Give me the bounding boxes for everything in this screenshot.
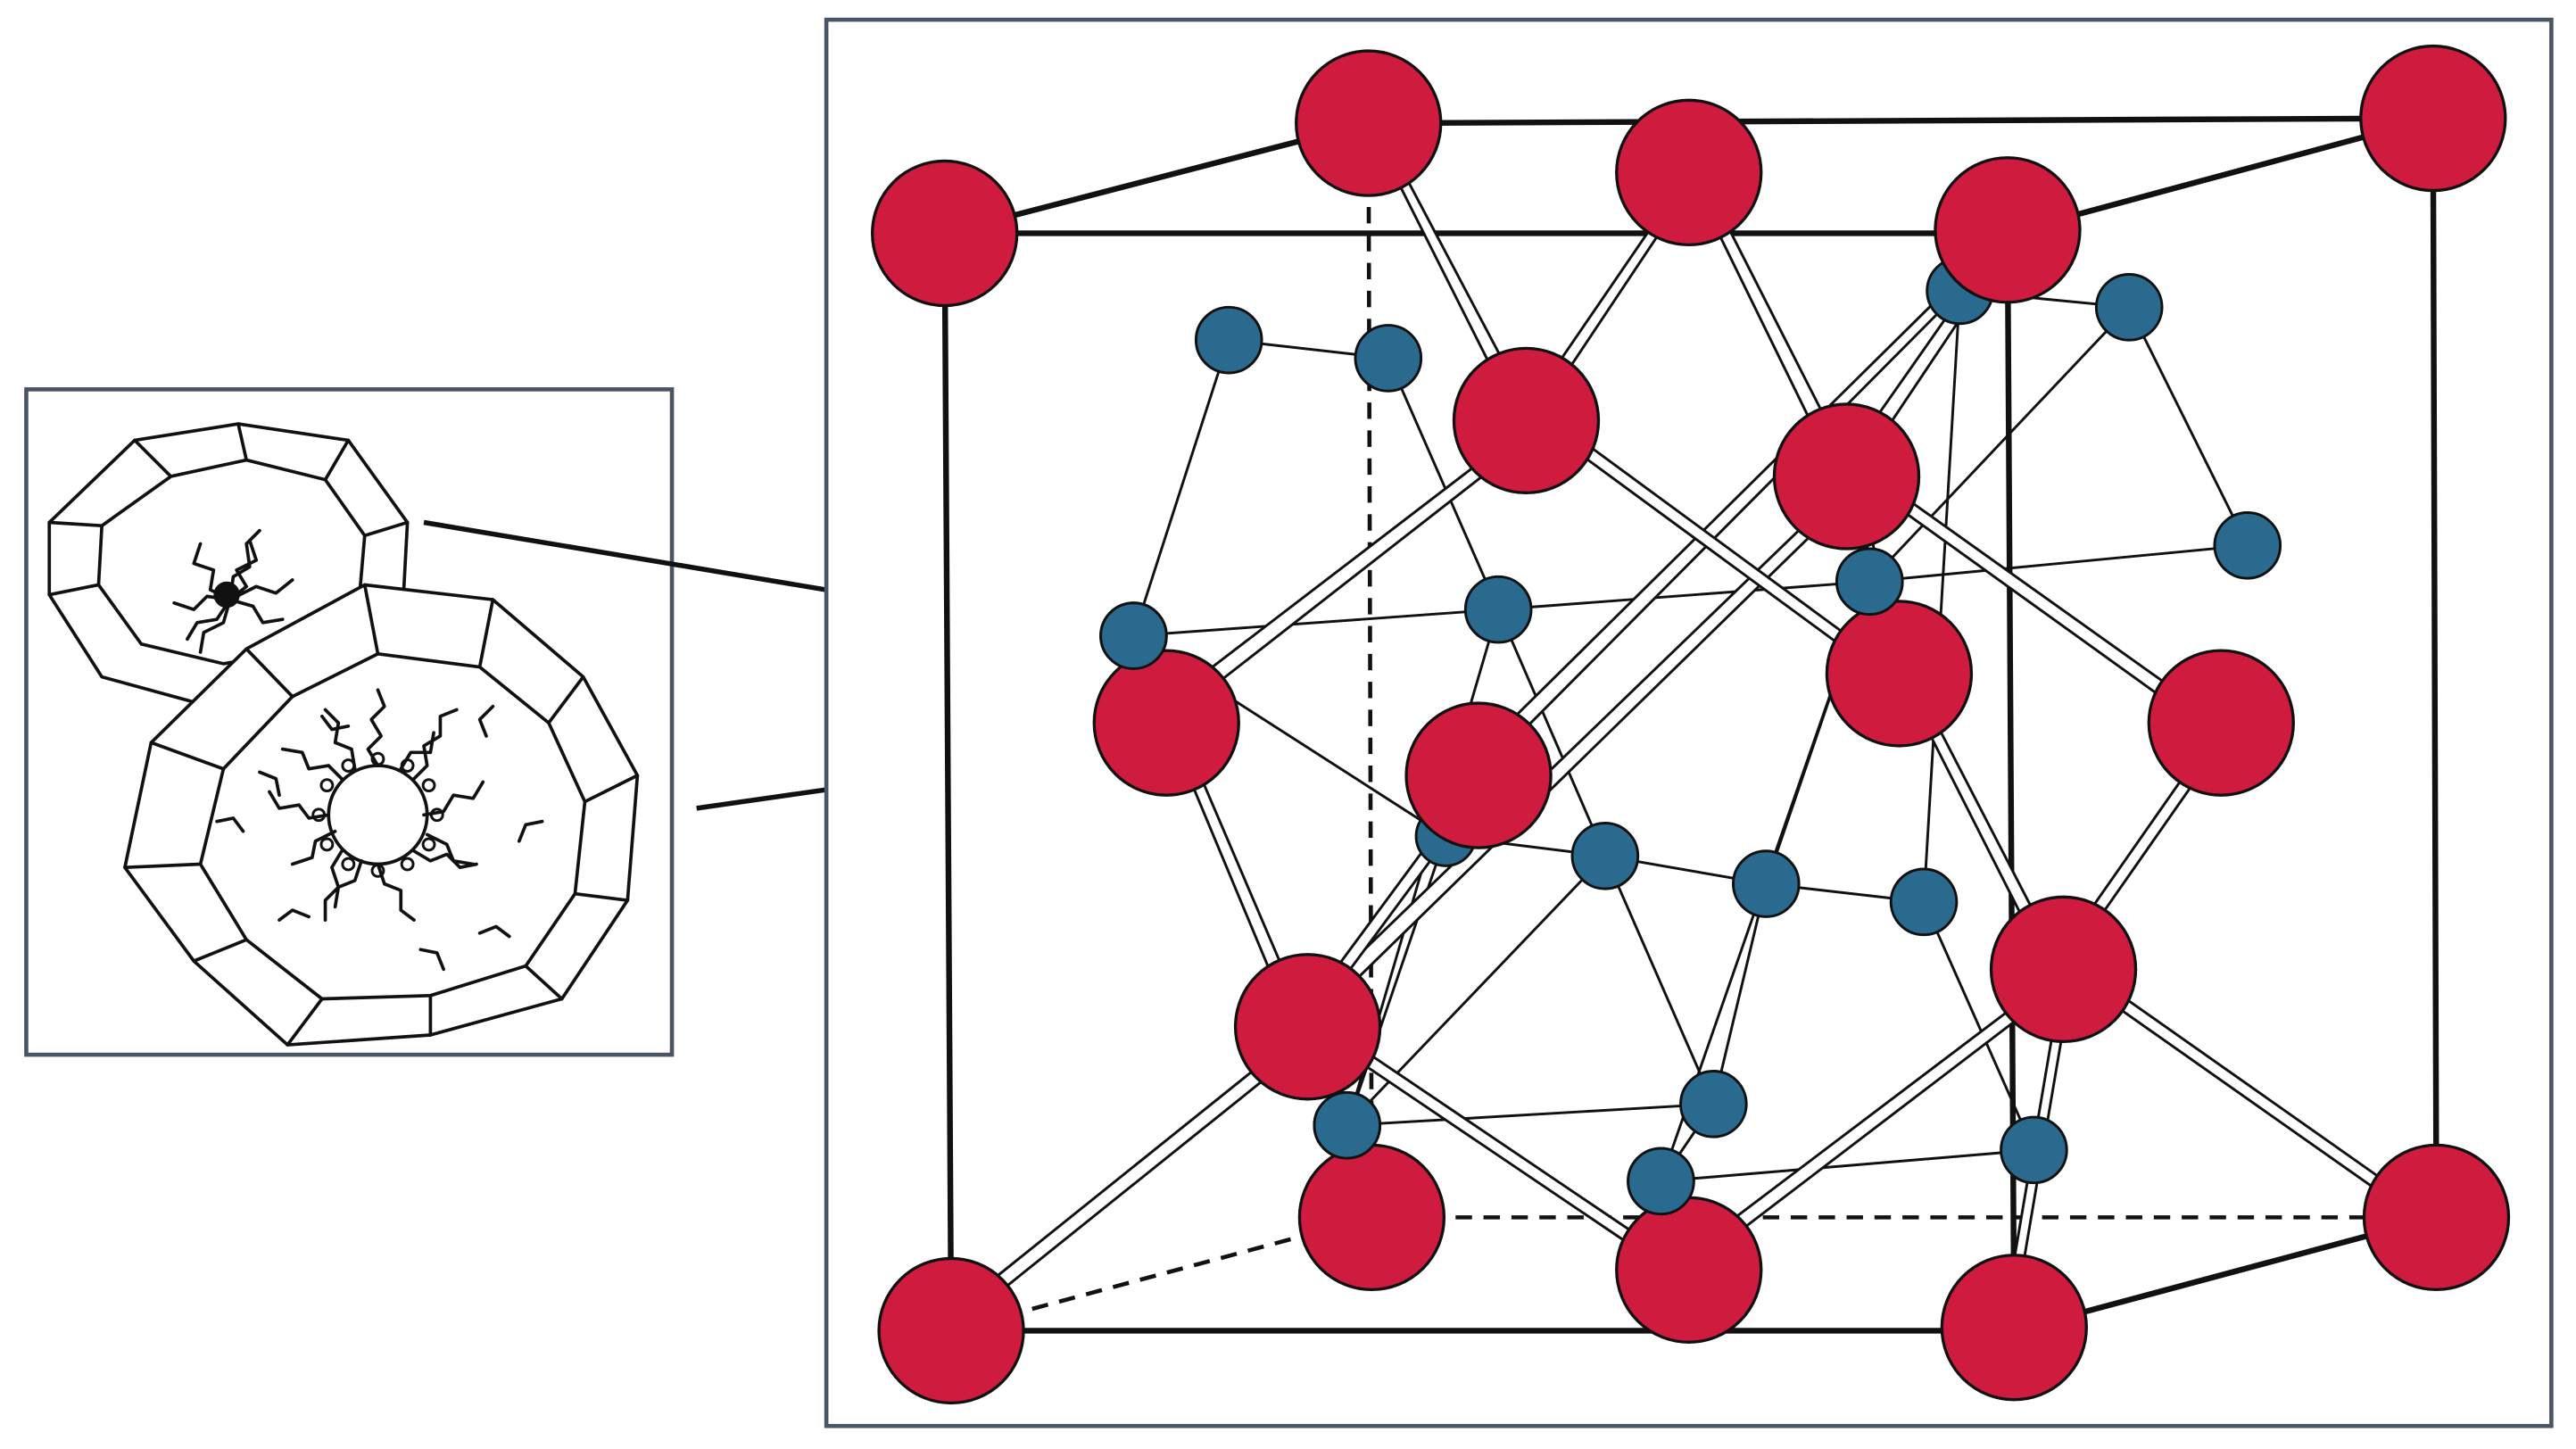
small-sphere [1835, 547, 1904, 617]
large-sphere [1940, 1254, 2088, 1402]
small-sphere [1194, 305, 1263, 375]
large-sphere [1233, 953, 1382, 1101]
inset-panel [24, 387, 675, 1057]
large-sphere [2359, 44, 2507, 193]
large-sphere [1989, 895, 2138, 1044]
large-spheres [871, 44, 2511, 1405]
large-sphere [1452, 346, 1601, 495]
head-group-beads [311, 751, 444, 878]
large-sphere [1404, 701, 1553, 849]
small-sphere [2094, 273, 2164, 342]
small-sphere [1354, 324, 1423, 393]
cell-hidden-edges [950, 123, 2437, 1333]
small-sphere [1889, 867, 1959, 937]
small-sphere [2213, 511, 2282, 580]
small-sphere [1463, 575, 1533, 644]
lattice-panel [824, 17, 2554, 1428]
upper-micelle [47, 422, 410, 712]
small-sphere [1570, 822, 1640, 890]
small-sphere [1679, 1070, 1748, 1138]
small-sphere [2000, 1115, 2068, 1185]
large-sphere [2147, 649, 2295, 797]
large-sphere [1092, 649, 1240, 797]
small-sphere [1627, 1147, 1695, 1216]
micelle-drawing [47, 422, 640, 1047]
large-sphere [1934, 156, 2082, 304]
small-sphere [1313, 1090, 1382, 1160]
large-sphere [2362, 1143, 2511, 1292]
lower-micelle [123, 583, 640, 1047]
large-sphere [1295, 49, 1443, 197]
large-sphere [1615, 1196, 1763, 1344]
large-sphere [1297, 1143, 1446, 1292]
large-sphere [1772, 402, 1921, 551]
large-sphere [1825, 600, 1974, 748]
small-sphere [1099, 601, 1168, 670]
small-sphere [1731, 849, 1801, 918]
large-sphere [877, 1256, 1025, 1405]
large-sphere [1615, 98, 1763, 247]
front-small-spheres [1099, 547, 1904, 1216]
large-sphere [871, 159, 1019, 308]
